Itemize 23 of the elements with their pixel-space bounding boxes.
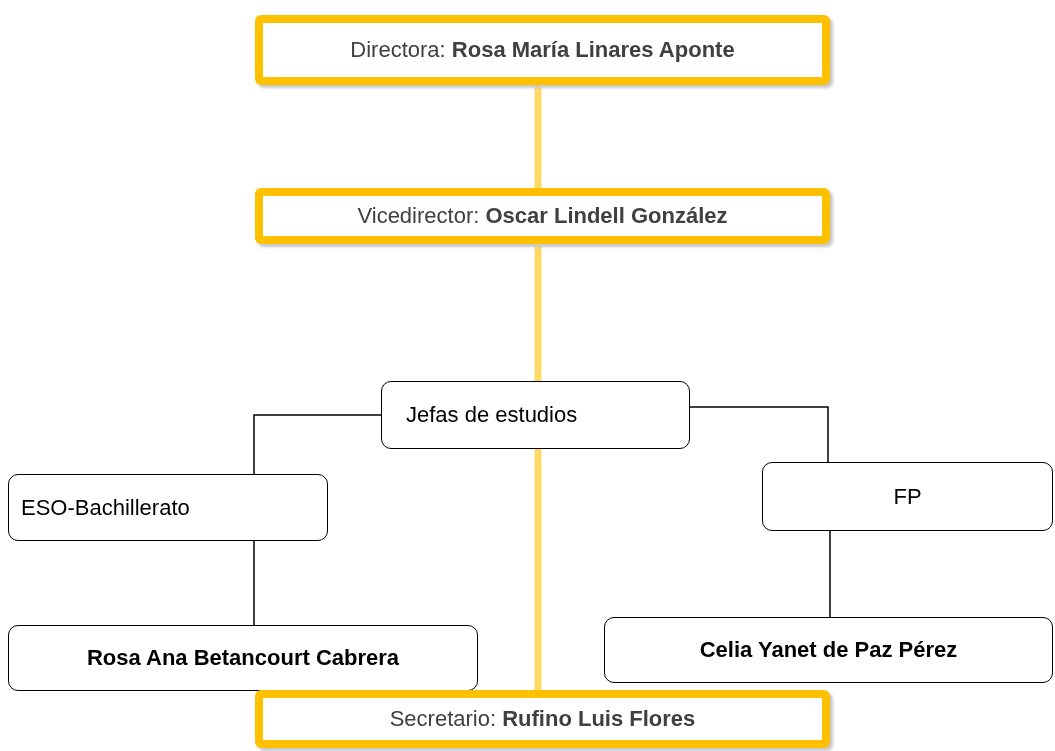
- role-label: Jefas de estudios: [406, 402, 578, 428]
- highlighted-role-box: [255, 690, 830, 748]
- role-label: Vicedirector: Oscar Lindell González: [357, 203, 728, 229]
- connector-line: [534, 449, 542, 690]
- connector-line: [689, 406, 829, 463]
- connector-line: [534, 244, 542, 381]
- role-label: ESO-Bachillerato: [21, 494, 190, 521]
- role-box: [762, 462, 1053, 531]
- role-label: Secretario: Rufino Luis Flores: [389, 706, 696, 732]
- role-label: Celia Yanet de Paz Pérez: [699, 637, 958, 663]
- highlighted-role-box: [255, 188, 830, 244]
- connector-line: [253, 540, 255, 626]
- role-label: Directora: Rosa María Linares Aponte: [350, 37, 735, 63]
- role-box: [381, 381, 690, 449]
- connector-line: [829, 530, 831, 618]
- role-box: [8, 474, 328, 541]
- role-label: Rosa Ana Betancourt Cabrera: [86, 645, 400, 671]
- highlighted-role-box: [255, 15, 830, 85]
- connector-line: [534, 85, 542, 188]
- role-label: FP: [893, 483, 922, 510]
- role-box: [8, 625, 478, 691]
- role-box: [604, 617, 1053, 683]
- connector-line: [253, 414, 382, 475]
